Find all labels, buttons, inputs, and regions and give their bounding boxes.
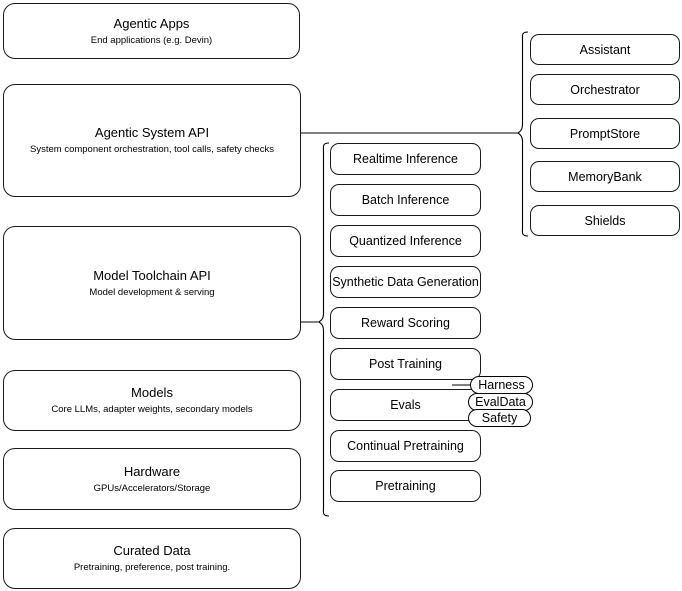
agentic-item-promptstore[interactable]: PromptStore [530,118,680,149]
evals-subcomponent-harness[interactable]: Harness [470,376,533,394]
toolchain-item-quantized-inference[interactable]: Quantized Inference [330,225,481,257]
toolchain-item-label: Synthetic Data Generation [332,275,479,289]
layer-title: Model Toolchain API [93,267,211,283]
agentic-item-label: MemoryBank [568,169,642,184]
layer-title: Models [131,385,173,400]
layer-subtitle: System component orchestration, tool cal… [30,144,274,155]
layer-hardware[interactable]: Hardware GPUs/Accelerators/Storage [3,448,301,510]
toolchain-item-label: Continual Pretraining [347,439,464,453]
brace-agentic-components [517,31,529,237]
toolchain-item-synthetic-data-generation[interactable]: Synthetic Data Generation [330,266,481,298]
evals-subcomponent-evaldata[interactable]: EvalData [468,393,533,411]
layer-models[interactable]: Models Core LLMs, adapter weights, secon… [3,370,301,431]
brace-toolchain-components [318,142,330,517]
agentic-item-memorybank[interactable]: MemoryBank [530,161,680,192]
agentic-item-label: Assistant [579,42,631,57]
layer-model-toolchain-api[interactable]: Model Toolchain API Model development & … [3,226,301,340]
toolchain-item-label: Reward Scoring [361,316,450,330]
toolchain-item-label: Batch Inference [361,193,450,207]
toolchain-item-batch-inference[interactable]: Batch Inference [330,184,481,216]
toolchain-item-post-training[interactable]: Post Training [330,348,481,380]
layer-subtitle: Model development & serving [89,286,215,298]
toolchain-item-label: Evals [390,398,421,412]
layer-agentic-system-api[interactable]: Agentic System API System component orch… [3,84,301,197]
layer-subtitle: End applications (e.g. Devin) [90,34,213,46]
toolchain-item-label: Pretraining [375,479,436,493]
evals-subcomponent-safety[interactable]: Safety [468,409,531,427]
agentic-item-label: Orchestrator [570,82,640,97]
layer-title: Curated Data [113,543,191,558]
layer-title: Hardware [123,463,181,479]
agentic-item-shields[interactable]: Shields [530,205,680,236]
layer-subtitle: Core LLMs, adapter weights, secondary mo… [51,404,253,415]
agentic-item-label: Shields [584,213,626,228]
toolchain-item-realtime-inference[interactable]: Realtime Inference [330,143,481,175]
layer-curated-data[interactable]: Curated Data Pretraining, preference, po… [3,528,301,589]
evals-subcomponent-label: Safety [481,411,518,425]
toolchain-item-evals[interactable]: Evals [330,389,481,421]
agentic-item-orchestrator[interactable]: Orchestrator [530,74,680,105]
toolchain-item-reward-scoring[interactable]: Reward Scoring [330,307,481,339]
layer-subtitle: GPUs/Accelerators/Storage [93,482,211,494]
layer-title: Agentic System API [94,125,210,140]
evals-subcomponent-label: EvalData [475,395,526,409]
layer-title: Agentic Apps [113,15,190,31]
layer-agentic-apps[interactable]: Agentic Apps End applications (e.g. Devi… [3,3,300,59]
toolchain-item-label: Quantized Inference [349,234,462,248]
toolchain-item-label: Realtime Inference [353,152,458,166]
evals-subcomponent-label: Harness [478,378,525,392]
toolchain-item-continual-pretraining[interactable]: Continual Pretraining [330,430,481,462]
toolchain-item-label: Post Training [369,357,442,371]
agentic-item-assistant[interactable]: Assistant [530,34,680,65]
agentic-item-label: PromptStore [569,126,641,141]
layer-subtitle: Pretraining, preference, post training. [73,562,231,573]
toolchain-item-pretraining[interactable]: Pretraining [330,470,481,502]
